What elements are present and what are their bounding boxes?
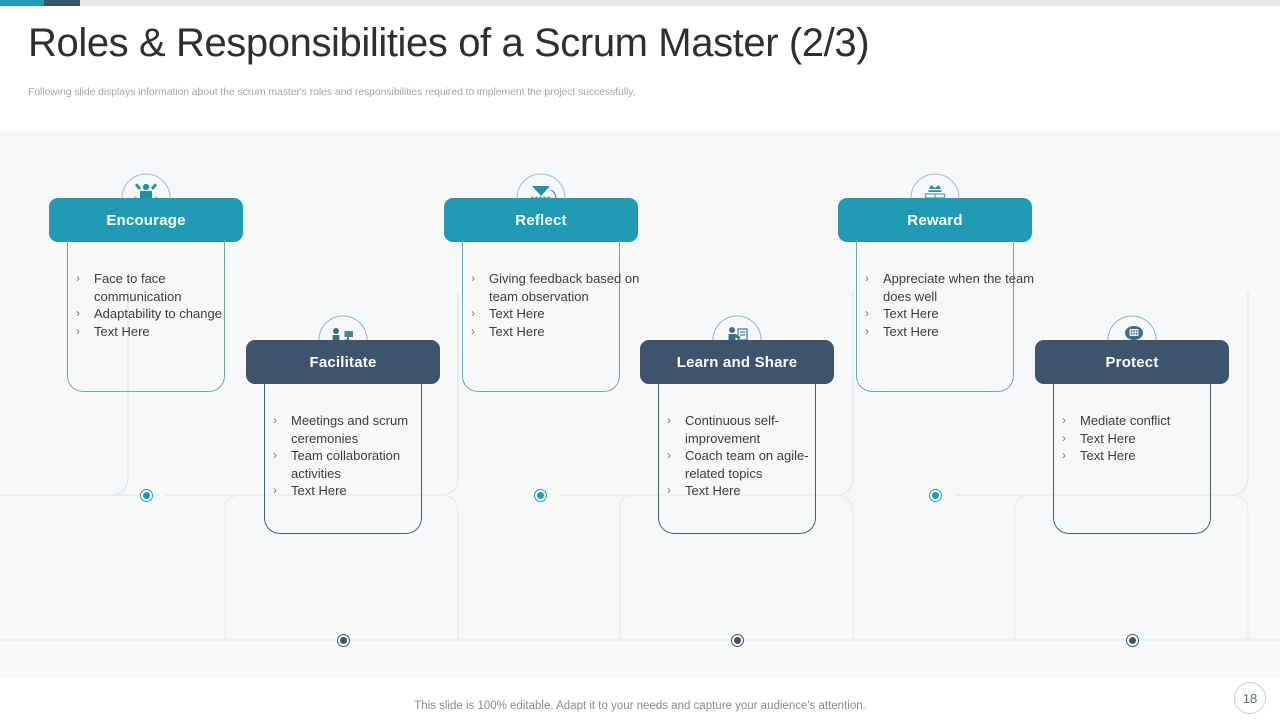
- chevron-right-icon: ›: [667, 448, 671, 462]
- accent-segment-teal: [0, 0, 44, 6]
- list-item: › Continuous self-improvement: [663, 412, 839, 447]
- chevron-right-icon: ›: [76, 323, 80, 338]
- page-number-badge: 18: [1234, 682, 1266, 714]
- card-body-encourage: › Face to face communication › Adaptabilit…: [67, 240, 225, 392]
- bullet-text: Text Here: [883, 323, 939, 339]
- bullet-text: Adaptability to change: [94, 306, 222, 321]
- connector-dot-reflect: [534, 489, 547, 502]
- chevron-right-icon: ›: [1062, 430, 1066, 445]
- connector-dot-reward: [929, 489, 942, 502]
- bullet-list-reflect: › Giving feedback based on team observati…: [467, 270, 643, 340]
- card-title-protect: Protect: [1035, 340, 1229, 384]
- chevron-right-icon: ›: [471, 271, 475, 285]
- list-item: › Coach team on agile-related topics: [663, 447, 839, 482]
- card-title-facilitate: Facilitate: [246, 340, 440, 384]
- list-item: › Text Here: [467, 305, 643, 323]
- list-item: › Text Here: [1058, 430, 1234, 448]
- card-title-reflect: Reflect: [444, 198, 638, 242]
- list-item: › Text Here: [1058, 447, 1234, 465]
- chevron-right-icon: ›: [76, 306, 80, 320]
- bullet-text: Text Here: [291, 483, 347, 498]
- footer-note: This slide is 100% editable. Adapt it to…: [414, 700, 866, 712]
- list-item: › Text Here: [72, 323, 248, 341]
- bullet-text: Appreciate when the team does well: [883, 271, 1035, 304]
- footer-band: [0, 678, 1280, 720]
- list-item: › Text Here: [861, 305, 1037, 323]
- bullet-list-reward: › Appreciate when the team does well › Tex…: [861, 270, 1037, 340]
- card-body-facilitate: › Meetings and scrum ceremonies › Team col…: [264, 382, 422, 534]
- page-title: Roles & Responsibilities of a Scrum Mast…: [28, 21, 870, 65]
- bullet-text: Text Here: [489, 323, 545, 339]
- bullet-text: Face to face communication: [94, 271, 182, 304]
- bullet-list-facilitate: › Meetings and scrum ceremonies › Team col…: [269, 412, 445, 500]
- bullet-text: Text Here: [685, 483, 741, 498]
- list-item: › Text Here: [663, 482, 839, 500]
- chevron-right-icon: ›: [273, 448, 277, 462]
- chevron-right-icon: ›: [667, 483, 671, 497]
- list-item: › Text Here: [269, 482, 445, 500]
- card-body-protect: › Mediate conflict › Text Here › Text Here: [1053, 382, 1211, 534]
- chevron-right-icon: ›: [471, 323, 475, 338]
- bullet-text: Text Here: [1080, 430, 1136, 446]
- connector-dot-learn-and-share: [731, 634, 744, 647]
- list-item: › Meetings and scrum ceremonies: [269, 412, 445, 447]
- connector-dot-protect: [1126, 634, 1139, 647]
- card-title-learn-and-share: Learn and Share: [640, 340, 834, 384]
- chevron-right-icon: ›: [76, 271, 80, 285]
- chevron-right-icon: ›: [471, 306, 475, 320]
- bullet-text: Text Here: [1080, 448, 1136, 463]
- list-item: › Appreciate when the team does well: [861, 270, 1037, 305]
- list-item: › Face to face communication: [72, 270, 248, 305]
- list-item: › Adaptability to change: [72, 305, 248, 323]
- card-body-learn-and-share: › Continuous self-improvement › Coach team…: [658, 382, 816, 534]
- list-item: › Team collaboration activities: [269, 447, 445, 482]
- bullet-text: Coach team on agile-related topics: [685, 448, 809, 481]
- card-title-encourage: Encourage: [49, 198, 243, 242]
- page-subtitle: Following slide displays information abo…: [28, 86, 636, 98]
- bullet-text: Mediate conflict: [1080, 413, 1171, 428]
- bullet-list-protect: › Mediate conflict › Text Here › Text Here: [1058, 412, 1234, 465]
- top-accent-bar: [0, 0, 1280, 6]
- chevron-right-icon: ›: [865, 306, 869, 320]
- chevron-right-icon: ›: [667, 413, 671, 427]
- card-title-reward: Reward: [838, 198, 1032, 242]
- bullet-text: Text Here: [883, 306, 939, 321]
- bullet-text: Meetings and scrum ceremonies: [291, 413, 409, 446]
- list-item: › Text Here: [861, 323, 1037, 341]
- background-connector-frames: [0, 292, 1280, 641]
- accent-segment-rest: [80, 0, 1280, 6]
- chevron-right-icon: ›: [273, 483, 277, 497]
- chevron-right-icon: ›: [1062, 448, 1066, 462]
- bullet-text: Team collaboration activities: [291, 448, 401, 481]
- chevron-right-icon: ›: [273, 413, 277, 427]
- bullet-text: Text Here: [94, 323, 150, 339]
- diagram-panel: Encourage › Face to face communication › A…: [0, 132, 1280, 678]
- card-body-reflect: › Giving feedback based on team observati…: [462, 240, 639, 392]
- connector-dot-facilitate: [337, 634, 350, 647]
- list-item: › Giving feedback based on team observati…: [467, 270, 643, 305]
- bullet-text: Continuous self-improvement: [685, 413, 779, 446]
- chevron-right-icon: ›: [865, 323, 869, 338]
- bullet-list-learn-and-share: › Continuous self-improvement › Coach team…: [663, 412, 839, 500]
- list-item: › Text Here: [467, 323, 643, 341]
- card-body-reward: › Appreciate when the team does well › Tex…: [856, 240, 1034, 392]
- bullet-list-encourage: › Face to face communication › Adaptabilit…: [72, 270, 248, 340]
- bullet-text: Text Here: [489, 306, 545, 321]
- connector-dot-encourage: [140, 489, 153, 502]
- accent-segment-navy: [44, 0, 80, 6]
- list-item: › Mediate conflict: [1058, 412, 1234, 430]
- chevron-right-icon: ›: [865, 271, 869, 285]
- bullet-text: Giving feedback based on team observatio…: [489, 271, 640, 304]
- chevron-right-icon: ›: [1062, 413, 1066, 427]
